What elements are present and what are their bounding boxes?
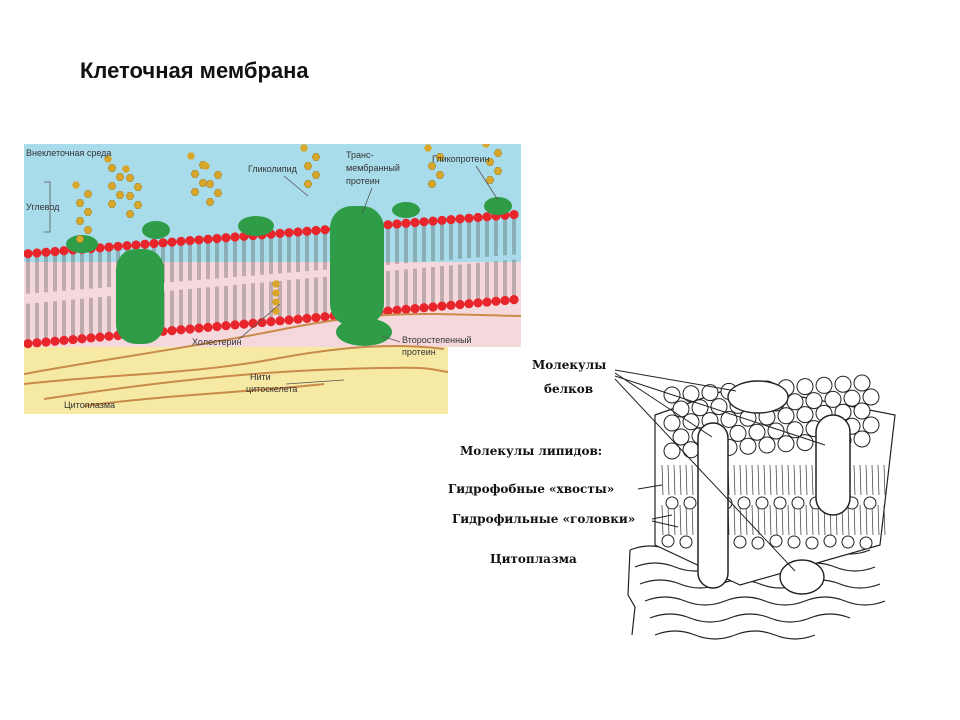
glycoprotein [484,197,512,215]
label-protein-2: белков [544,382,593,396]
cytoplasm-waves [627,545,886,640]
label-heads: Гидрофильные «головки» [452,512,635,526]
label-protein-1: Молекулы [532,358,606,372]
figure2-labels: Молекулы белков Молекулы липидов: Гидроф… [448,358,826,572]
label-peripheral-2: протеин [402,347,436,357]
transmembrane-protein-right [330,206,384,326]
label-transmembrane-1: Транс- [346,150,373,160]
membrane-color-diagram: Внеклеточная среда Углевод Гликолипид Тр… [24,144,521,414]
surface-protein-1 [66,235,98,253]
protein-bottom [779,559,825,595]
carbohydrate-chains [72,144,503,315]
page-title: Клеточная мембрана [80,58,309,83]
cutout [448,339,521,414]
protein-tall [697,422,729,589]
label-extracellular: Внеклеточная среда [26,148,111,158]
cytoskeleton-filaments [24,312,521,407]
label-cytoskeleton-2: цитоскелета [246,384,297,394]
label-glycolipid: Гликолипид [248,164,298,174]
label-peripheral-1: Второстепенный [402,335,472,345]
block-drawing [627,374,896,640]
label-lipids: Молекулы липидов: [460,444,602,458]
label-cytoplasm: Цитоплазма [64,400,115,410]
label-carbohydrate: Углевод [26,202,60,212]
label-cytoplasm-2: Цитоплазма [490,552,577,566]
label-glycoprotein: Гликопротеин [432,154,489,164]
surface-protein-4 [392,202,420,218]
lipid-pointers [637,484,679,528]
protein-pointers [614,369,826,572]
protein-top [727,380,789,414]
transmembrane-protein-left [116,249,164,344]
label-cholesterol: Холестерин [192,337,242,347]
surface-protein-2 [142,221,170,239]
label-cytoskeleton-1: Нити [250,372,271,382]
peripheral-protein [336,318,392,346]
surface-protein-3 [238,216,274,236]
label-tails: Гидрофобные «хвосты» [448,482,614,496]
proteins [66,197,512,346]
membrane-block-diagram: Молекулы белков Молекулы липидов: Гидроф… [448,358,896,640]
label-transmembrane-2: мембранный [346,163,400,173]
extracellular-area [24,144,521,274]
protein-right [815,414,851,516]
label-transmembrane-3: протеин [346,176,380,186]
figure1-labels: Внеклеточная среда Углевод Гликолипид Тр… [26,148,499,410]
